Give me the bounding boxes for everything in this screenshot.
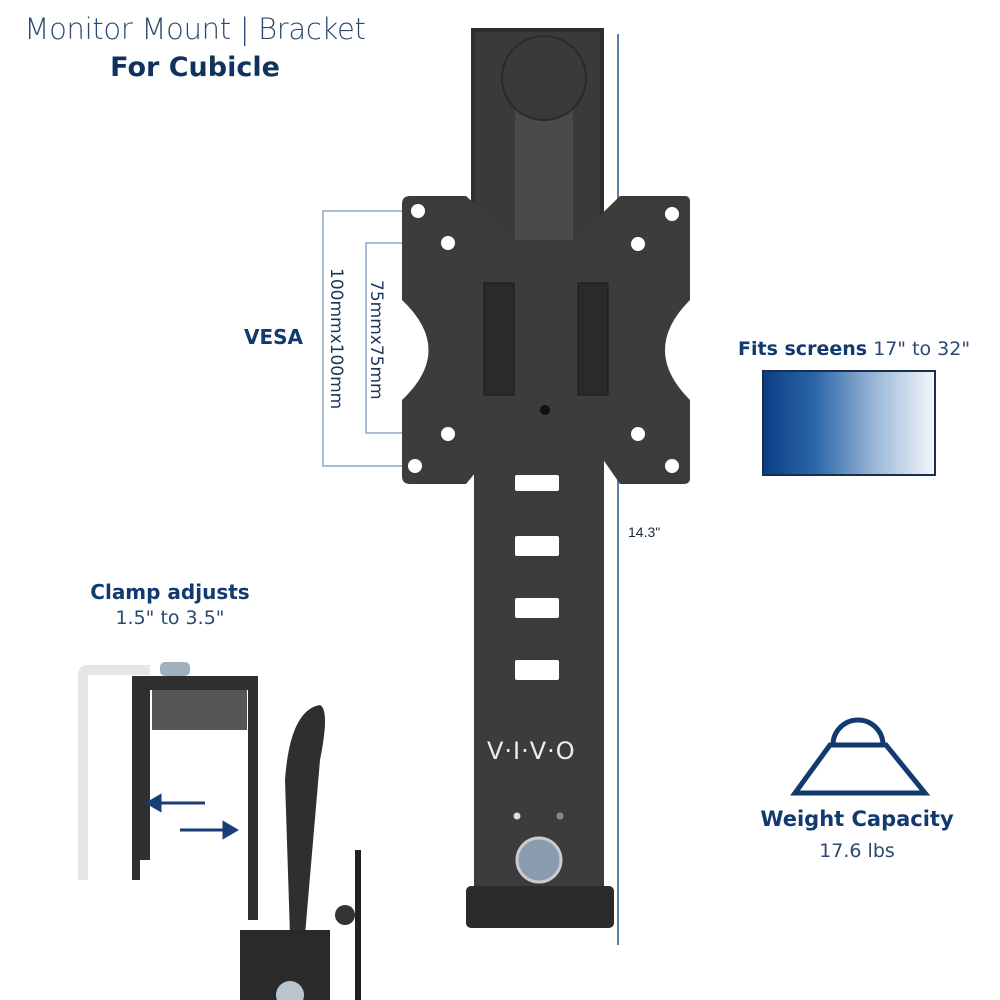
height-dimension-label: 14.3" <box>628 524 661 540</box>
weight-capacity-title: Weight Capacity <box>760 807 954 831</box>
title-line-1: Monitor Mount | Bracket <box>24 12 366 46</box>
weight-capacity-value: 17.6 lbs <box>819 840 895 862</box>
vesa-100-bracket-line <box>322 210 418 467</box>
clamp-title: Clamp adjusts <box>90 580 250 604</box>
clamp-hook <box>285 705 325 935</box>
vesa-label: VESA <box>244 325 304 349</box>
vesa-size-75: 75mmx75mm <box>366 280 386 400</box>
end-cap <box>466 886 614 928</box>
screen-icon <box>762 370 936 476</box>
clamp-range: 1.5" to 3.5" <box>115 607 225 629</box>
knob <box>515 836 563 884</box>
fits-screens-range: 17" to 32" <box>873 338 971 360</box>
fits-screens-label: Fits screens 17" to 32" <box>738 338 970 360</box>
fits-screens-bold: Fits screens <box>738 338 868 360</box>
weight-icon <box>790 717 931 796</box>
clamp-ghost <box>78 665 150 880</box>
vesa-plate <box>402 196 690 484</box>
vesa-size-100: 100mmx100mm <box>326 268 346 410</box>
title-line-2: For Cubicle <box>110 52 280 83</box>
clamp-body <box>132 676 258 920</box>
brand-logo: V·I·V·O <box>487 737 576 765</box>
adjust-arrows <box>145 793 239 840</box>
